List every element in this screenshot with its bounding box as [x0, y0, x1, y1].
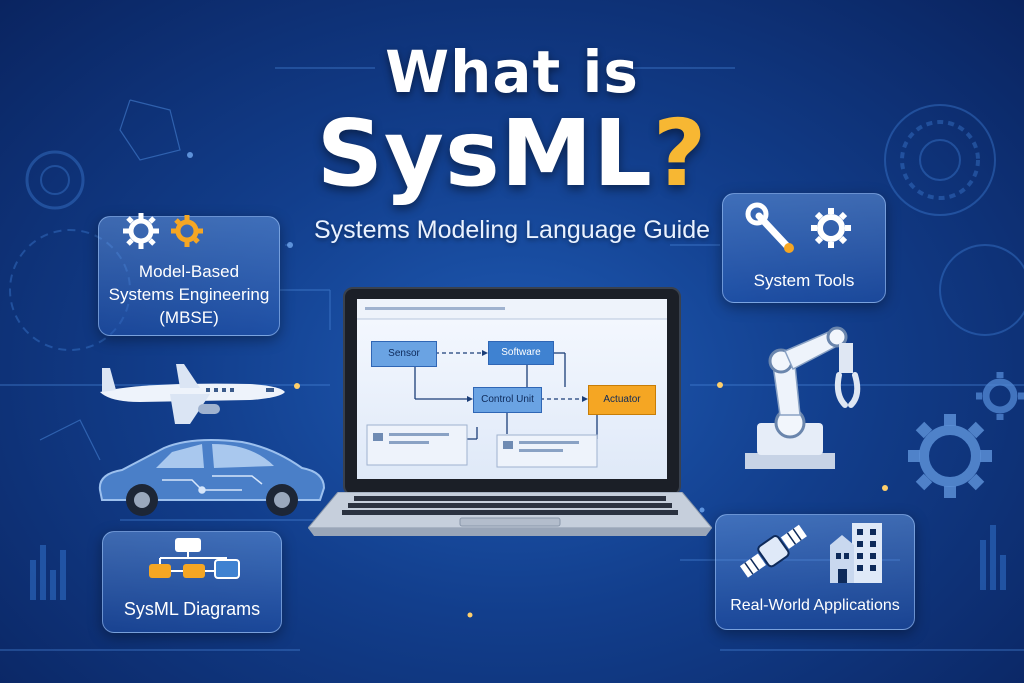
- robot-arm-icon: [745, 326, 861, 469]
- mbse-label-line2: Systems Engineering: [108, 285, 270, 304]
- laptop-keyboard: [308, 492, 712, 536]
- diagram-block-sensor: Sensor: [371, 341, 437, 367]
- airplane-icon: [100, 364, 285, 424]
- applications-card: Real-World Applications: [715, 514, 915, 630]
- diagram-block-actuator: Actuator: [588, 385, 656, 415]
- mbse-label-line1: Model-Based: [138, 262, 240, 281]
- building-icon: [830, 523, 882, 583]
- system-tools-card: System Tools: [722, 193, 886, 303]
- applications-label: Real-World Applications: [730, 597, 900, 614]
- mbse-card: Model-Based Systems Engineering (MBSE): [98, 213, 280, 336]
- laptop-icon: Sensor Software Control Unit Actuator: [343, 287, 681, 496]
- block-diagram-connectors: [366, 350, 598, 468]
- mbse-label-line3: (MBSE): [159, 308, 219, 327]
- title-sysml: SysML?: [0, 100, 1024, 207]
- title-what-is: What is: [385, 38, 639, 106]
- title-sysml-main: SysML: [316, 100, 653, 207]
- diagram-block-software: Software: [488, 341, 554, 365]
- laptop-display: Sensor Software Control Unit Actuator: [357, 299, 667, 479]
- subtitle: Systems Modeling Language Guide: [313, 216, 711, 244]
- car-icon: [98, 439, 326, 516]
- wrench-gear-icon: [745, 202, 851, 253]
- sysml-diagrams-label: SysML Diagrams: [123, 599, 261, 619]
- title-question-mark: ?: [652, 100, 708, 207]
- satellite-icon: [739, 524, 807, 578]
- diagram-block-control-unit: Control Unit: [473, 387, 542, 413]
- system-tools-label: System Tools: [753, 271, 855, 290]
- gears-icon: [123, 213, 203, 249]
- diagram-icon: [149, 538, 240, 579]
- screen-header-lines: [357, 299, 667, 320]
- sysml-diagrams-card: SysML Diagrams: [102, 531, 282, 633]
- gears-decor-icon: [908, 372, 1024, 498]
